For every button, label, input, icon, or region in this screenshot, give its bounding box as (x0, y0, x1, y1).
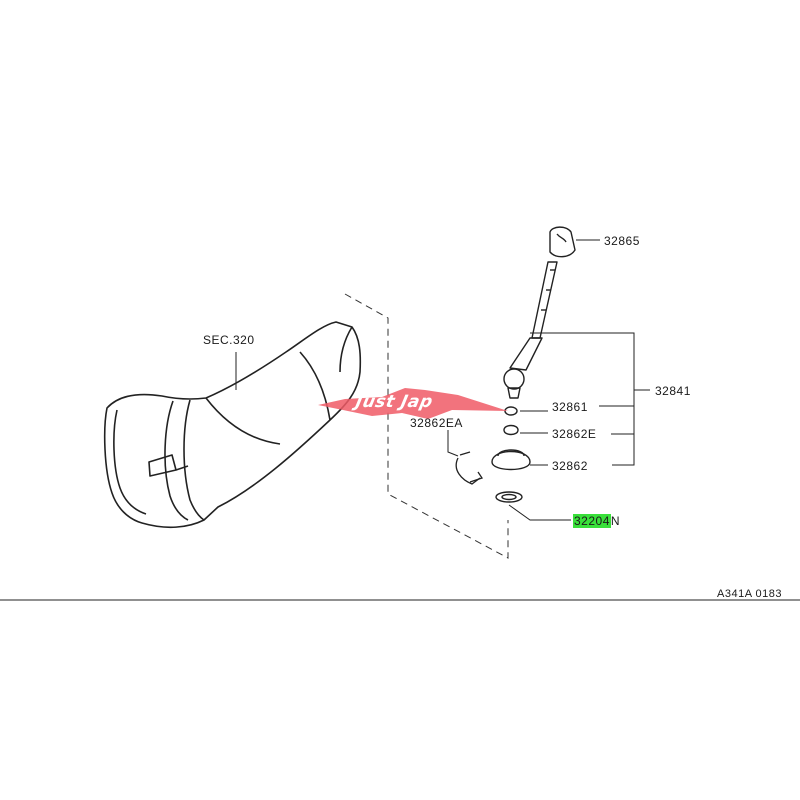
bushing-32861 (504, 406, 518, 416)
shift-knob (549, 226, 576, 258)
clip-32862e (503, 424, 519, 436)
part-label-32862[interactable]: 32862 (552, 459, 588, 473)
part-label-32204n[interactable]: 32204N (573, 514, 620, 528)
lever-rod-lower (509, 337, 543, 371)
highlighted-part-code: 32204 (573, 514, 611, 528)
washer-32204 (495, 491, 523, 503)
leader-lines (235, 239, 650, 521)
part-label-32865[interactable]: 32865 (604, 234, 640, 248)
part-suffix: N (610, 514, 621, 528)
part-label-32861[interactable]: 32861 (552, 400, 588, 414)
section-ref-label: SEC.320 (203, 333, 255, 347)
watermark-text: Just Jap (353, 392, 435, 412)
part-label-32841[interactable]: 32841 (655, 384, 691, 398)
diagram-id-label: A341A 0183 (717, 588, 782, 600)
transmission-housing (103, 321, 362, 529)
lever-rod-upper (531, 261, 558, 339)
part-label-32862ea[interactable]: 32862EA (410, 416, 463, 430)
watermark-logo (318, 388, 508, 419)
spring-clip-32862ea (455, 451, 484, 485)
shift-lever-assembly (491, 226, 576, 503)
dashed-guide-line (344, 293, 509, 559)
part-label-32862e[interactable]: 32862E (552, 427, 597, 441)
lever-ball (503, 368, 525, 390)
